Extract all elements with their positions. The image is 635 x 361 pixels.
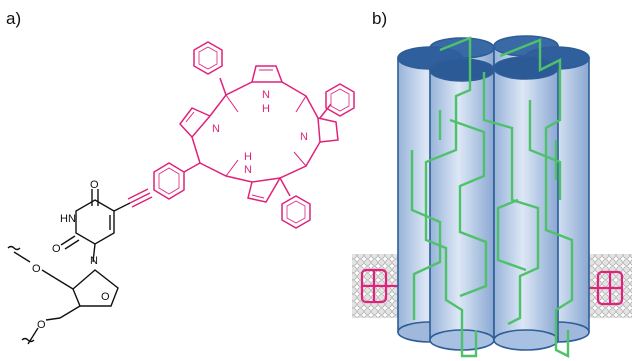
porphyrin-structure bbox=[127, 41, 355, 229]
atom-o-sugar: O bbox=[101, 291, 110, 303]
atom-nh-imide: HN bbox=[60, 213, 76, 225]
dna-staple-strands bbox=[410, 36, 574, 358]
nucleoside-atoms: O O HN N O O O bbox=[32, 179, 110, 331]
atom-n-pyrrole-top: N bbox=[262, 89, 270, 101]
atom-o-ether-bottom: O bbox=[37, 319, 46, 331]
panel-a-label: a) bbox=[6, 9, 21, 28]
atom-o-carbonyl-bottom: O bbox=[52, 243, 61, 255]
atom-o-ether-top: O bbox=[32, 263, 41, 275]
atom-o-carbonyl-top: O bbox=[90, 179, 99, 191]
atom-n-pyrrole-left: N bbox=[212, 123, 220, 135]
atom-n-pyrrole-right: N bbox=[300, 131, 308, 143]
atom-h-pyrrole-top: H bbox=[262, 103, 270, 115]
atom-n-ring: N bbox=[90, 255, 98, 267]
atom-h-pyrrole-bottom: H bbox=[244, 151, 252, 163]
nucleoside-structure bbox=[7, 189, 131, 345]
porphyrin-atoms: N H N N H N bbox=[212, 89, 308, 176]
atom-n-pyrrole-bottom: N bbox=[244, 164, 252, 176]
dna-helix-front bbox=[429, 56, 559, 351]
panel-b-label: b) bbox=[372, 9, 387, 28]
porphyrin-anchor-right bbox=[584, 270, 624, 306]
